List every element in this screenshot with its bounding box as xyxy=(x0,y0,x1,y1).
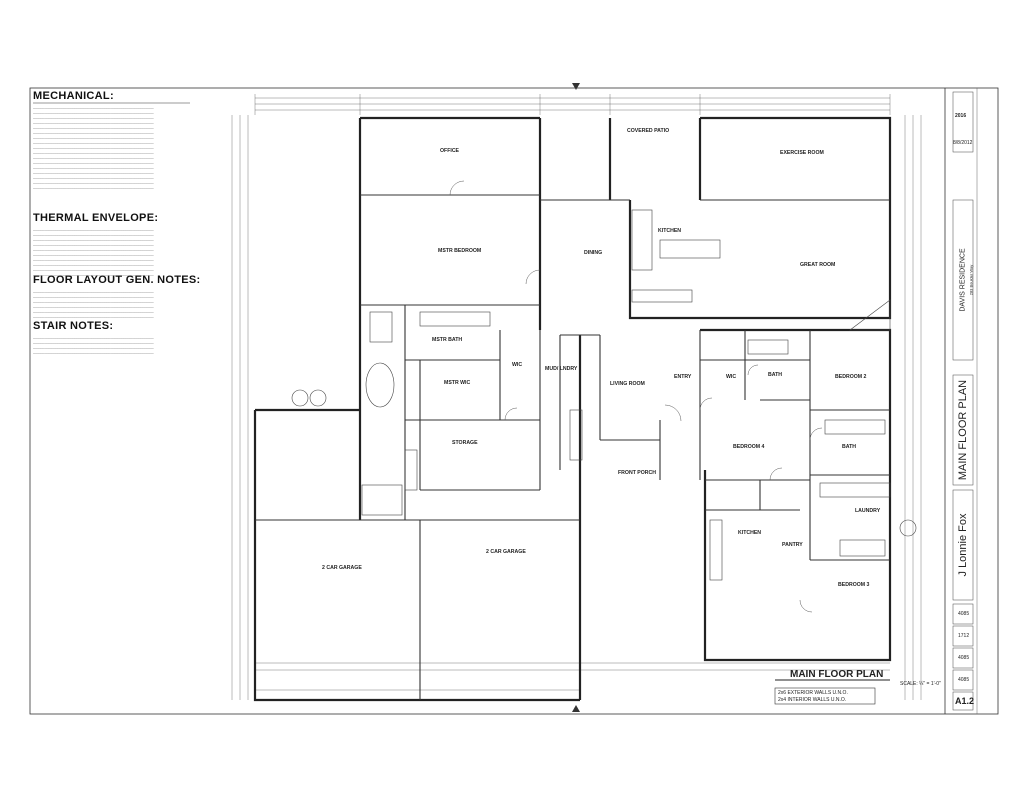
wall-notes-box xyxy=(774,687,876,705)
room-bedroom-2: BEDROOM 2 xyxy=(835,374,866,380)
stair-notes-text: ________________________________________… xyxy=(33,335,154,354)
title-block-grid xyxy=(952,91,974,711)
room-label: BEDROOM 2 xyxy=(835,374,867,380)
room-label: PANTRY xyxy=(782,542,803,548)
mechanical-heading: MECHANICAL: xyxy=(33,90,114,102)
room-label: MSTR BEDROOM xyxy=(438,248,482,254)
room-label: ENTRY xyxy=(674,374,692,380)
room-label: 2 CAR GARAGE xyxy=(486,549,526,555)
sheet-border xyxy=(29,87,999,715)
room-covered-patio: COVERED PATIO xyxy=(627,128,669,134)
room-mstr-bath: MSTR BATH xyxy=(432,337,462,343)
room-label: KITCHEN xyxy=(658,228,682,234)
plan-scale: SCALE: ¼" = 1'-0" xyxy=(900,681,941,687)
room-mud-laundry: MUD/ LNDRY xyxy=(545,366,577,372)
room-dining: DINING xyxy=(584,250,602,256)
room-label: WIC xyxy=(512,362,523,368)
room-front-porch: FRONT PORCH xyxy=(618,470,656,476)
room-label: LAUNDRY xyxy=(855,508,881,514)
room-exercise: EXERCISE ROOM xyxy=(780,150,824,156)
exterior-walls xyxy=(253,116,892,702)
room-mstr-wic: MSTR WIC xyxy=(444,380,470,386)
room-kitchen: KITCHEN xyxy=(658,228,681,234)
mechanical-notes-text: ________________________________________… xyxy=(33,105,154,189)
room-great-room: GREAT ROOM xyxy=(800,262,835,268)
room-label: BEDROOM 3 xyxy=(838,582,870,588)
room-label: 2 CAR GARAGE xyxy=(322,565,362,571)
thermal-notes-text: ________________________________________… xyxy=(33,227,154,276)
room-label: OFFICE xyxy=(440,148,460,154)
room-label: FRONT PORCH xyxy=(618,470,657,476)
room-garage-2: 2 CAR GARAGE xyxy=(486,549,526,555)
wall-note-interior: 2x4 INTERIOR WALLS U.N.O. xyxy=(778,697,847,703)
tb-sq1: 4085 xyxy=(958,611,970,617)
room-label: MUD/ LNDRY xyxy=(545,366,578,372)
thermal-envelope-heading: THERMAL ENVELOPE: xyxy=(33,212,159,224)
tb-sq4: 4085 xyxy=(958,677,970,683)
room-wic-2: WIC xyxy=(726,374,736,380)
room-label: BEDROOM 4 xyxy=(733,444,765,450)
room-label: COVERED PATIO xyxy=(627,128,670,134)
tb-date: 8/8/2012 xyxy=(953,140,973,146)
room-laundry: LAUNDRY xyxy=(855,508,880,514)
room-label: EXERCISE ROOM xyxy=(780,150,824,156)
tb-year: 2016 xyxy=(955,113,967,119)
room-garage-1: 2 CAR GARAGE xyxy=(322,565,362,571)
interior-walls xyxy=(255,194,890,700)
room-label: LIVING ROOM xyxy=(610,381,645,387)
fixtures xyxy=(291,209,917,581)
floor-layout-notes-text: ________________________________________… xyxy=(33,289,154,318)
room-label: KITCHEN xyxy=(738,530,762,536)
bottom-dimension-lines xyxy=(255,662,890,691)
plan-title: MAIN FLOOR PLAN xyxy=(790,669,884,680)
room-label: GREAT ROOM xyxy=(800,262,836,268)
room-bath: BATH xyxy=(768,372,782,378)
section-markers xyxy=(572,83,580,712)
wall-note-exterior: 2x6 EXTERIOR WALLS U.N.O. xyxy=(778,690,848,696)
right-dimension-lines xyxy=(904,115,922,700)
room-label: WIC xyxy=(726,374,737,380)
room-label: BATH xyxy=(768,372,783,378)
tb-sq3: 4085 xyxy=(958,655,970,661)
room-entry: ENTRY xyxy=(674,374,691,380)
doors xyxy=(449,180,823,613)
room-label: BATH xyxy=(842,444,857,450)
room-bedroom-3: BEDROOM 3 xyxy=(838,582,869,588)
room-bath-2: BATH xyxy=(842,444,856,450)
tb-sheet-number: A1.2 xyxy=(955,696,975,706)
room-label: STORAGE xyxy=(452,440,478,446)
left-dimension-lines xyxy=(231,115,249,700)
room-office: OFFICE xyxy=(440,148,459,154)
top-dimension-lines xyxy=(254,94,891,115)
stair-notes-heading: STAIR NOTES: xyxy=(33,320,114,332)
tb-project: DAVIS RESIDENCE xyxy=(959,248,967,312)
room-wic: WIC xyxy=(512,362,522,368)
room-storage: STORAGE xyxy=(452,440,478,446)
floor-layout-heading: FLOOR LAYOUT GEN. NOTES: xyxy=(33,274,201,286)
room-label: MSTR BATH xyxy=(432,337,463,343)
room-label: MSTR WIC xyxy=(444,380,471,386)
room-pantry: PANTRY xyxy=(782,542,803,548)
room-kitchen-2: KITCHEN xyxy=(738,530,761,536)
room-living: LIVING ROOM xyxy=(610,381,645,387)
room-mstr-bedroom: MSTR BEDROOM xyxy=(438,248,481,254)
tb-sq2: 1712 xyxy=(958,633,970,639)
tb-designer: J Lonnie Fox xyxy=(957,513,969,577)
tb-address: 283 Boulder Way xyxy=(968,264,974,296)
tb-sheet-title: MAIN FLOOR PLAN xyxy=(957,379,969,481)
room-label: DINING xyxy=(584,250,603,256)
room-bedroom-4: BEDROOM 4 xyxy=(733,444,764,450)
